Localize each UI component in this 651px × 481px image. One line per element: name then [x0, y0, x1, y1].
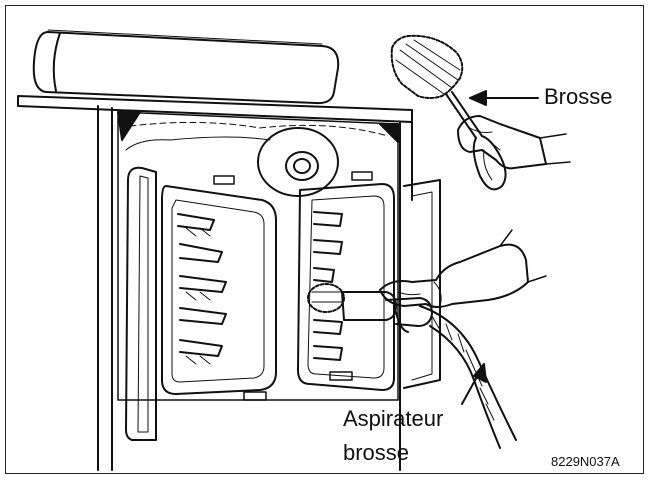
- label-brush: Brosse: [544, 84, 613, 109]
- left-chamber: [125, 166, 277, 441]
- hand-top: [457, 115, 571, 170]
- top-cylinder: [32, 29, 340, 105]
- wire-brush: [390, 34, 507, 191]
- figure-frame: [5, 5, 644, 474]
- insulation-frame: [117, 111, 399, 401]
- figure-reference: 8229N037A: [551, 454, 620, 469]
- arrow-vacuum: [461, 363, 487, 405]
- label-vacuum-line2: brosse: [343, 440, 410, 465]
- label-vacuum-line1: Aspirateur: [343, 406, 444, 431]
- arrow-brush: [469, 90, 539, 106]
- housing-top: [17, 95, 413, 471]
- right-chamber: [297, 171, 441, 391]
- flue-cover: [257, 127, 339, 197]
- hand-bottom: [379, 229, 547, 308]
